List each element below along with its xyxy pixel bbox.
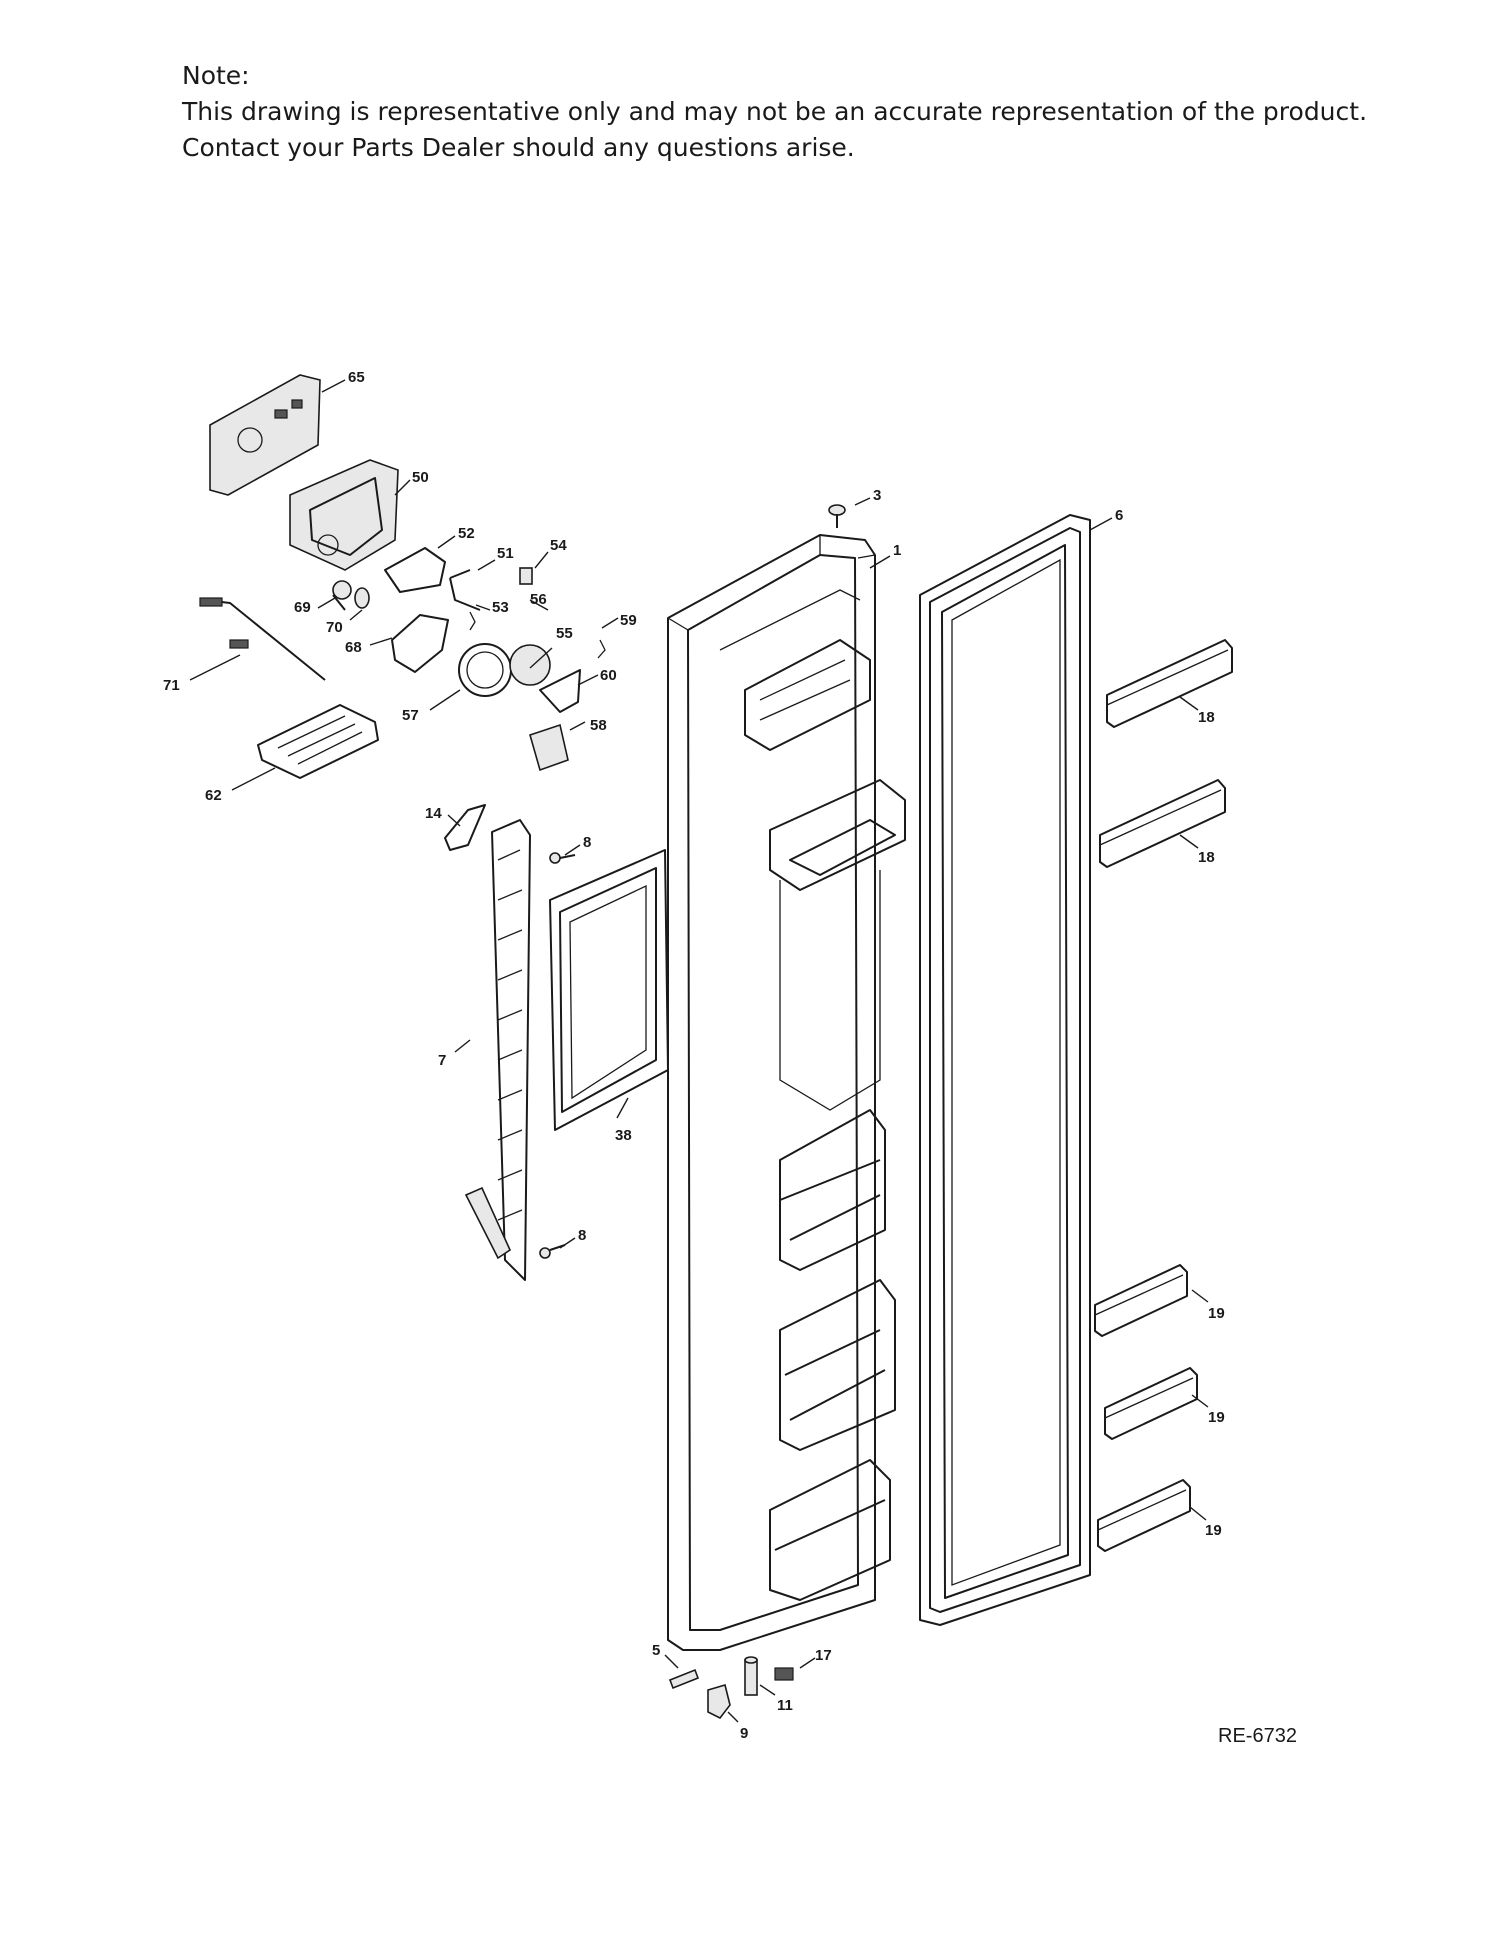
callout-leaders (189, 379, 1209, 1723)
disclaimer-note: Note: This drawing is representative onl… (182, 58, 1382, 166)
note-heading: Note: (182, 61, 250, 90)
callout-71: 71 (163, 677, 180, 694)
control-board-part (209, 374, 321, 496)
callout-56: 56 (530, 591, 547, 608)
callout-53: 53 (492, 599, 509, 616)
callout-60: 60 (600, 667, 617, 684)
wire-harness-part (199, 597, 326, 681)
callout-11: 11 (777, 1697, 793, 1714)
light-bulb-part (354, 587, 370, 609)
note-line-1: This drawing is representative only and … (182, 97, 1368, 126)
light-socket-part (332, 580, 352, 611)
note-line-2: Contact your Parts Dealer should any que… (182, 133, 855, 162)
callout-8-upper: 8 (583, 834, 591, 851)
switch-part (519, 567, 533, 585)
hinge-pin-part (744, 1656, 758, 1696)
callout-57: 57 (402, 707, 419, 724)
screw-8-upper-part (549, 852, 576, 864)
screw-part (828, 504, 846, 528)
callout-19-middle: 19 (1208, 1409, 1225, 1426)
bracket-60-part (539, 669, 581, 713)
shelf-bar-19-middle (1104, 1367, 1198, 1440)
hinge-bracket-part (707, 1683, 731, 1720)
shelf-bar-18-upper (1106, 639, 1233, 728)
diagram-reference-id: RE-6732 (1218, 1725, 1297, 1747)
callout-5: 5 (652, 1642, 660, 1659)
callout-52: 52 (458, 525, 475, 542)
callout-3: 3 (873, 487, 881, 504)
callout-54: 54 (550, 537, 567, 554)
door-handle-part (464, 819, 531, 1281)
dispenser-cover-part (384, 547, 446, 593)
callout-19-lower: 19 (1205, 1522, 1222, 1539)
callout-59: 59 (620, 612, 637, 629)
hinge-plate-part (668, 1668, 700, 1690)
shelf-bar-19-lower (1097, 1479, 1191, 1552)
flap-motor-part (529, 723, 569, 772)
callout-6: 6 (1115, 507, 1123, 524)
funnel-part (458, 643, 551, 697)
actuator-wire-part (597, 639, 606, 659)
callout-55: 55 (556, 625, 573, 642)
callout-58: 58 (590, 717, 607, 734)
callout-17: 17 (815, 1647, 832, 1664)
shelf-bar-18-lower (1099, 779, 1226, 868)
callout-38: 38 (615, 1127, 632, 1144)
callout-50: 50 (412, 469, 429, 486)
door-gasket-part (919, 514, 1091, 1626)
callout-labels: 65 50 52 51 54 69 70 53 56 68 55 59 71 6… (163, 369, 1225, 1742)
hinge-bushing-part (774, 1667, 794, 1681)
dispenser-housing-part (289, 459, 399, 571)
callout-7: 7 (438, 1052, 446, 1069)
actuator-spring-part (469, 611, 476, 631)
callout-62: 62 (205, 787, 222, 804)
callout-68: 68 (345, 639, 362, 656)
callout-65: 65 (348, 369, 365, 386)
handle-cap-part (444, 804, 486, 851)
callout-14: 14 (425, 805, 442, 822)
callout-51: 51 (497, 545, 514, 562)
callout-18-upper: 18 (1198, 709, 1215, 726)
dispenser-spring-part (449, 569, 481, 611)
dispenser-frame-part (549, 849, 669, 1131)
callout-69: 69 (294, 599, 311, 616)
callout-18-lower: 18 (1198, 849, 1215, 866)
callout-9: 9 (740, 1725, 748, 1742)
callout-70: 70 (326, 619, 343, 636)
callout-8-lower: 8 (578, 1227, 586, 1244)
dispenser-tray-part (257, 704, 379, 779)
shelf-bar-19-upper (1094, 1264, 1188, 1337)
actuator-arm-part (391, 614, 449, 673)
door-panel-part (667, 534, 906, 1651)
callout-19-upper: 19 (1208, 1305, 1225, 1322)
callout-1: 1 (893, 542, 901, 559)
